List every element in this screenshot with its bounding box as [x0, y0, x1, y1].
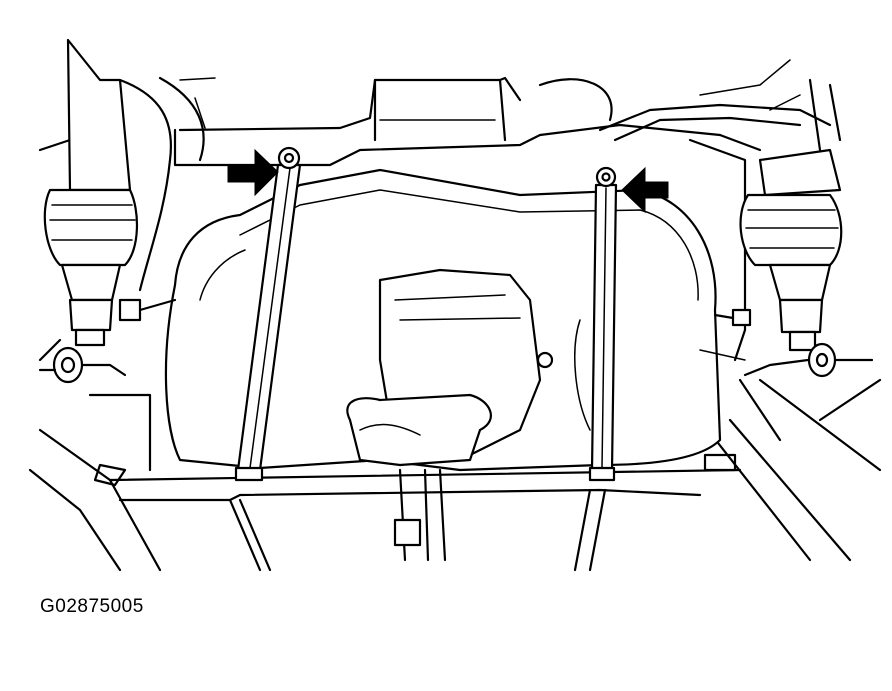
left-shock-absorber [38, 38, 138, 384]
left-fuel-tank-strap [234, 146, 302, 482]
right-shock-absorber [739, 148, 874, 378]
fuel-tank [118, 168, 752, 562]
body-structure [28, 59, 882, 572]
left-strap-bolt-arrow-icon [227, 148, 279, 197]
right-strap-bolt-arrow-icon [621, 166, 669, 214]
figure-id-label: G02875005 [40, 596, 144, 617]
right-fuel-tank-strap [588, 166, 618, 482]
